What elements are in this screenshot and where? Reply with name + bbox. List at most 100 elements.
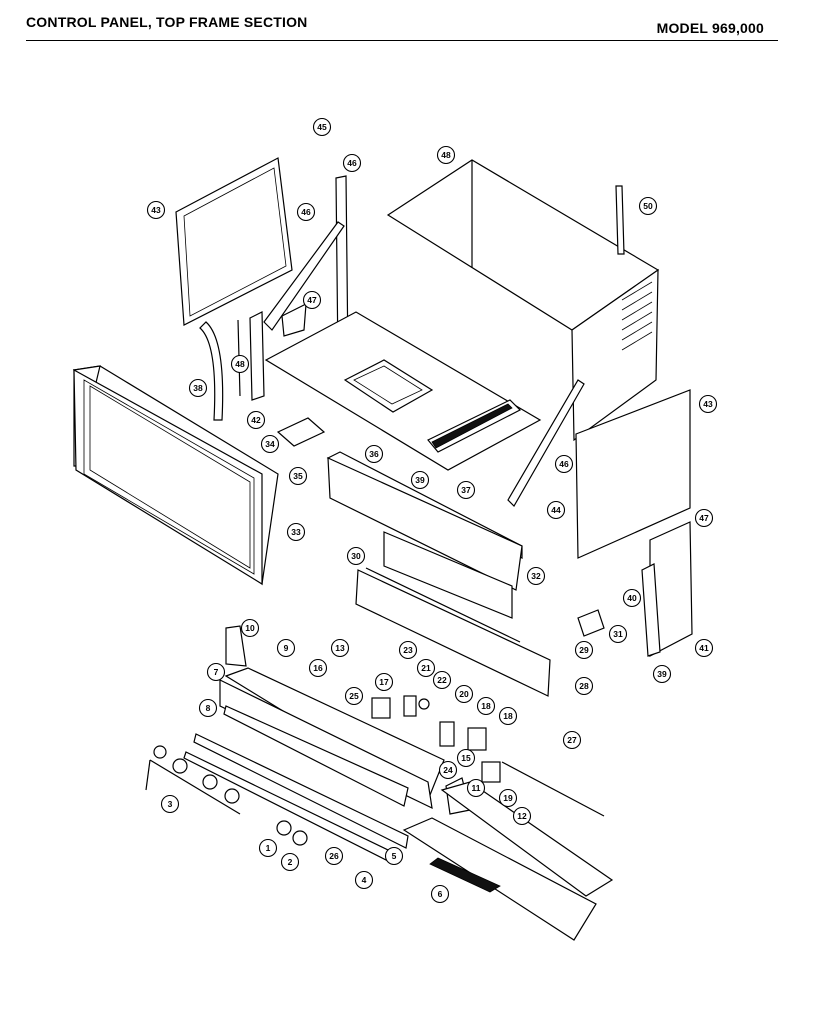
callout-46: 46 bbox=[342, 153, 362, 173]
svg-text:21: 21 bbox=[421, 663, 431, 673]
svg-text:30: 30 bbox=[351, 551, 361, 561]
callout-2: 2 bbox=[280, 852, 300, 872]
front-trim-face bbox=[327, 457, 523, 591]
callout-39: 39 bbox=[410, 470, 430, 490]
svg-text:45: 45 bbox=[317, 122, 327, 132]
callout-37: 37 bbox=[456, 480, 476, 500]
callout-17: 17 bbox=[374, 672, 394, 692]
svg-text:43: 43 bbox=[703, 399, 713, 409]
svg-text:32: 32 bbox=[531, 571, 541, 581]
rod bbox=[501, 761, 605, 817]
callout-27: 27 bbox=[562, 730, 582, 750]
callout-19: 19 bbox=[498, 788, 518, 808]
callout-8: 8 bbox=[198, 698, 218, 718]
callout-38: 38 bbox=[188, 378, 208, 398]
svg-text:33: 33 bbox=[291, 527, 301, 537]
clip-31 bbox=[577, 609, 605, 637]
switch-chassis bbox=[402, 781, 614, 941]
svg-text:26: 26 bbox=[329, 851, 339, 861]
callout-48b: 48 bbox=[230, 354, 250, 374]
svg-text:46: 46 bbox=[301, 207, 311, 217]
callout-5: 5 bbox=[384, 846, 404, 866]
control-backing bbox=[355, 531, 551, 697]
top-cover bbox=[386, 159, 660, 442]
callout-33: 33 bbox=[286, 522, 306, 542]
callout-42: 42 bbox=[246, 410, 266, 430]
callout-43: 43 bbox=[146, 200, 166, 220]
callout-47: 47 bbox=[302, 290, 322, 310]
callout-32: 32 bbox=[526, 566, 546, 586]
diagram-title: CONTROL PANEL, TOP FRAME SECTION bbox=[26, 14, 308, 30]
callout-9: 9 bbox=[276, 638, 296, 658]
callout-7: 7 bbox=[206, 662, 226, 682]
svg-text:22: 22 bbox=[437, 675, 447, 685]
svg-text:17: 17 bbox=[379, 677, 389, 687]
callout-24: 24 bbox=[438, 760, 458, 780]
callout-21: 21 bbox=[416, 658, 436, 678]
svg-text:34: 34 bbox=[265, 439, 275, 449]
callout-18: 18 bbox=[476, 696, 496, 716]
svg-text:47: 47 bbox=[307, 295, 317, 305]
callout-12: 12 bbox=[512, 806, 532, 826]
svg-text:12: 12 bbox=[517, 811, 527, 821]
svg-text:20: 20 bbox=[459, 689, 469, 699]
callout-40: 40 bbox=[622, 588, 642, 608]
svg-text:42: 42 bbox=[251, 415, 261, 425]
callout-35: 35 bbox=[288, 466, 308, 486]
svg-text:39: 39 bbox=[415, 475, 425, 485]
svg-text:39: 39 bbox=[657, 669, 667, 679]
svg-text:36: 36 bbox=[369, 449, 379, 459]
callout-47b: 47 bbox=[694, 508, 714, 528]
control-components bbox=[371, 695, 501, 783]
callout-3: 3 bbox=[160, 794, 180, 814]
svg-text:48: 48 bbox=[441, 150, 451, 160]
svg-text:11: 11 bbox=[472, 783, 481, 793]
callout-34: 34 bbox=[260, 434, 280, 454]
callout-46c: 46 bbox=[554, 454, 574, 474]
svg-text:48: 48 bbox=[235, 359, 245, 369]
svg-text:40: 40 bbox=[627, 593, 637, 603]
svg-text:46: 46 bbox=[559, 459, 569, 469]
callout-30: 30 bbox=[346, 546, 366, 566]
svg-text:24: 24 bbox=[443, 765, 453, 775]
svg-text:4: 4 bbox=[362, 875, 367, 885]
callout-31: 31 bbox=[608, 624, 628, 644]
svg-text:3: 3 bbox=[168, 799, 173, 809]
callout-23: 23 bbox=[398, 640, 418, 660]
header-rule bbox=[26, 40, 778, 41]
svg-text:1: 1 bbox=[266, 843, 271, 853]
svg-text:18: 18 bbox=[481, 701, 491, 711]
callout-20: 20 bbox=[454, 684, 474, 704]
svg-text:28: 28 bbox=[579, 681, 589, 691]
callout-26: 26 bbox=[324, 846, 344, 866]
svg-text:50: 50 bbox=[643, 201, 653, 211]
svg-text:44: 44 bbox=[551, 505, 561, 515]
callout-29: 29 bbox=[574, 640, 594, 660]
svg-text:19: 19 bbox=[503, 793, 513, 803]
svg-text:5: 5 bbox=[392, 851, 397, 861]
svg-text:18: 18 bbox=[503, 711, 513, 721]
svg-text:23: 23 bbox=[403, 645, 413, 655]
svg-text:9: 9 bbox=[284, 643, 289, 653]
callout-18b: 18 bbox=[498, 706, 518, 726]
svg-text:31: 31 bbox=[613, 629, 623, 639]
bracket-10 bbox=[225, 625, 247, 667]
callout-50: 50 bbox=[638, 196, 658, 216]
callout-1: 1 bbox=[258, 838, 278, 858]
svg-text:2: 2 bbox=[288, 857, 293, 867]
svg-text:25: 25 bbox=[349, 691, 359, 701]
svg-text:6: 6 bbox=[438, 889, 443, 899]
right-brace bbox=[507, 379, 585, 507]
svg-text:10: 10 bbox=[245, 623, 255, 633]
svg-text:43: 43 bbox=[151, 205, 161, 215]
callout-44: 44 bbox=[546, 500, 566, 520]
callout-22: 22 bbox=[432, 670, 452, 690]
callout-15: 15 bbox=[456, 748, 476, 768]
top-frame bbox=[264, 311, 542, 471]
right-rail bbox=[641, 563, 661, 657]
callout-28: 28 bbox=[574, 676, 594, 696]
svg-text:41: 41 bbox=[699, 643, 709, 653]
callout-48: 48 bbox=[436, 145, 456, 165]
front-frame bbox=[72, 365, 279, 586]
